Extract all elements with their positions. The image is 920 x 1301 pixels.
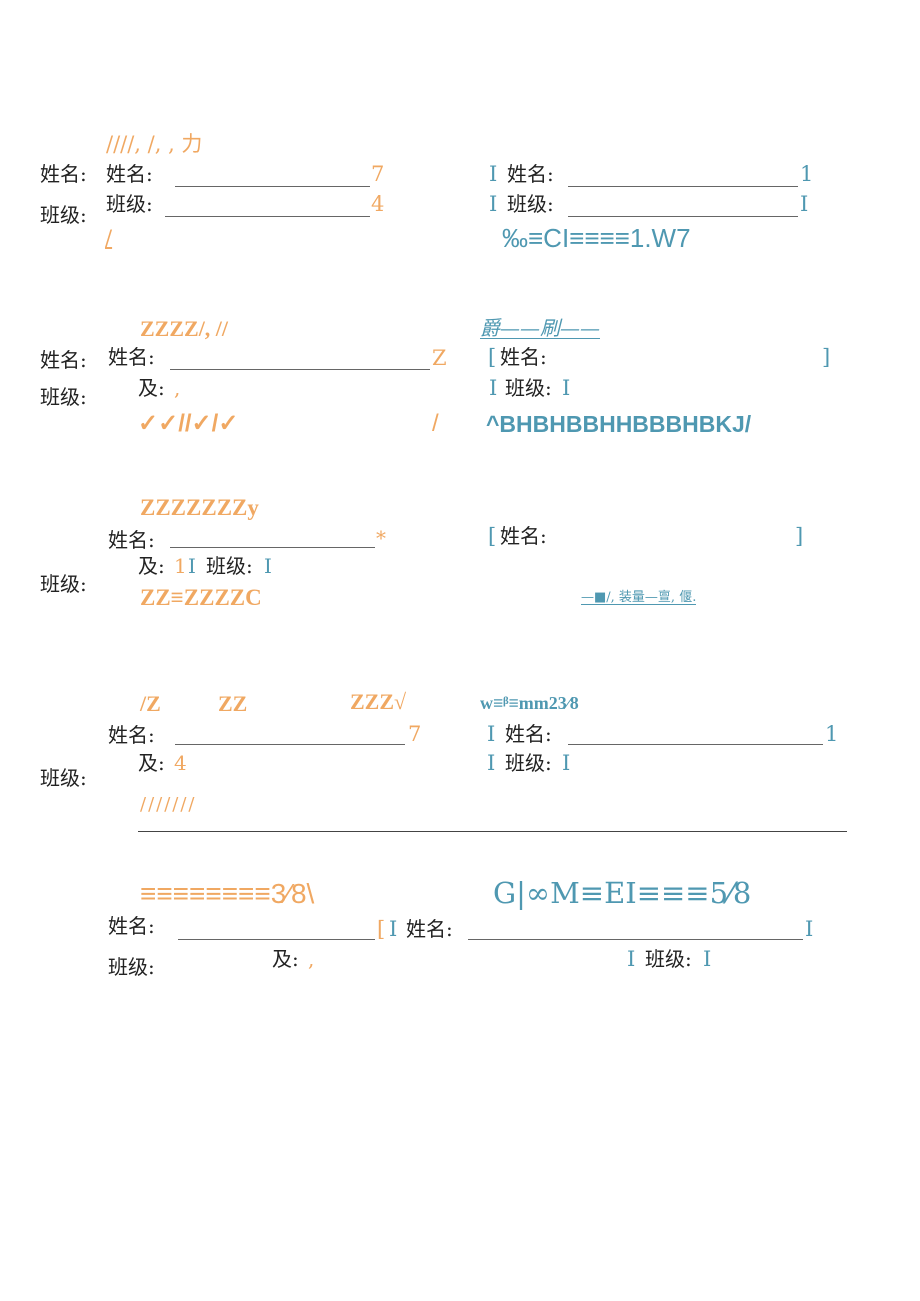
name-field-line[interactable] bbox=[468, 939, 803, 940]
class-field-line[interactable] bbox=[568, 216, 798, 217]
margin-mark: I bbox=[800, 192, 809, 216]
margin-mark: I bbox=[627, 947, 636, 971]
bracket-close: ] bbox=[795, 524, 804, 548]
orange-heading: ZZZZ/, // bbox=[140, 316, 229, 341]
margin-mark: I bbox=[487, 722, 496, 746]
class-label: 班级: bbox=[505, 376, 552, 400]
class-label: 班级: bbox=[106, 192, 153, 216]
name-field-line[interactable] bbox=[568, 744, 823, 745]
margin-mark: I bbox=[562, 751, 571, 775]
margin-mark: I bbox=[188, 554, 196, 578]
name-label: 姓名: bbox=[500, 524, 547, 548]
margin-mark: I bbox=[487, 751, 496, 775]
name-label: 姓名: bbox=[106, 162, 153, 186]
margin-mark: 1 bbox=[800, 162, 814, 186]
margin-mark: , bbox=[308, 947, 315, 971]
margin-mark: Z bbox=[432, 346, 447, 370]
class-label: 班级: bbox=[507, 192, 554, 216]
margin-mark: I bbox=[489, 162, 498, 186]
orange-code: ZZ≡ZZZZC bbox=[140, 585, 262, 610]
name-field-line[interactable] bbox=[178, 939, 375, 940]
name-field-line[interactable] bbox=[170, 369, 430, 370]
name-label: 姓名: bbox=[406, 917, 453, 941]
orange-heading-c: ZZZ√ bbox=[350, 689, 407, 714]
margin-mark: 1 bbox=[825, 722, 839, 746]
margin-mark: 4 bbox=[371, 192, 385, 216]
class-field-line[interactable] bbox=[165, 216, 370, 217]
class-label: 班级: bbox=[505, 751, 552, 775]
teal-note: —■/, 装量—亶, 偃. bbox=[581, 590, 697, 605]
class-label: 班级: bbox=[40, 385, 87, 409]
orange-heading-a: /Z bbox=[140, 691, 161, 716]
margin-mark: I bbox=[389, 917, 398, 941]
orange-slashes: /////// bbox=[140, 794, 197, 815]
teal-code: ^BHBHBBHHBBBHBKJ/ bbox=[486, 411, 752, 437]
margin-mark: * bbox=[376, 526, 386, 550]
margin-mark: I bbox=[264, 554, 272, 578]
name-label: 姓名: bbox=[108, 345, 155, 369]
class-label: 班级: bbox=[645, 947, 692, 971]
margin-mark: I bbox=[805, 917, 814, 941]
name-label-overlap: 姓名: bbox=[40, 348, 87, 372]
name-field-line[interactable] bbox=[175, 186, 370, 187]
margin-mark: 1 bbox=[174, 554, 187, 578]
class-label-overlap: 班级: bbox=[40, 203, 87, 227]
ji-label: 及: bbox=[138, 376, 165, 400]
bracket-open: [ bbox=[488, 345, 497, 369]
orange-heading-b: ZZ bbox=[218, 691, 248, 716]
teal-code: ‰≡CI≡≡≡≡1.W7 bbox=[502, 223, 691, 253]
class-label: 班级: bbox=[206, 554, 253, 578]
name-label: 姓名: bbox=[108, 914, 155, 938]
name-label: 姓名: bbox=[108, 723, 155, 747]
margin-mark: I bbox=[703, 947, 712, 971]
class-label: 班级: bbox=[108, 955, 155, 979]
margin-mark: I bbox=[489, 376, 498, 400]
teal-heading: w≡ᵝ≡mm23⁄8 bbox=[480, 693, 579, 713]
name-label-overlap: 姓名: bbox=[40, 162, 87, 186]
margin-mark: I bbox=[562, 376, 571, 400]
orange-heading: ≡≡≡≡≡≡≡≡3⁄8\ bbox=[140, 878, 315, 909]
margin-mark: 7 bbox=[371, 162, 385, 186]
bracket-open: [ bbox=[377, 917, 386, 941]
section-divider bbox=[138, 831, 847, 832]
slash-mark: / bbox=[432, 410, 439, 437]
class-label: 班级: bbox=[40, 572, 87, 596]
teal-heading: G|∞M≡EI≡≡≡5⁄8 bbox=[493, 876, 752, 910]
margin-mark: 4 bbox=[174, 751, 187, 775]
orange-heading: ////, /, , 力 bbox=[106, 132, 203, 156]
name-field-line[interactable] bbox=[568, 186, 798, 187]
orange-heading: ZZZZZZZy bbox=[140, 495, 259, 520]
class-label: 班级: bbox=[40, 766, 87, 790]
slash-mark: / bbox=[105, 226, 113, 250]
bracket-open: [ bbox=[488, 524, 497, 548]
name-field-line[interactable] bbox=[170, 547, 375, 548]
orange-checks: ✓✓//✓/✓ bbox=[138, 410, 239, 437]
margin-mark: , bbox=[174, 376, 181, 400]
bracket-close: ] bbox=[822, 345, 831, 369]
ji-label: 及: bbox=[138, 751, 165, 775]
name-label: 姓名: bbox=[500, 345, 547, 369]
ji-label: 及: bbox=[138, 554, 165, 578]
ji-label: 及: bbox=[272, 947, 299, 971]
margin-mark: 7 bbox=[408, 722, 422, 746]
name-label: 姓名: bbox=[108, 528, 155, 552]
name-label: 姓名: bbox=[507, 162, 554, 186]
name-field-line[interactable] bbox=[175, 744, 405, 745]
teal-heading: 爵——刷—— bbox=[480, 316, 600, 340]
name-label: 姓名: bbox=[505, 722, 552, 746]
margin-mark: I bbox=[489, 192, 498, 216]
